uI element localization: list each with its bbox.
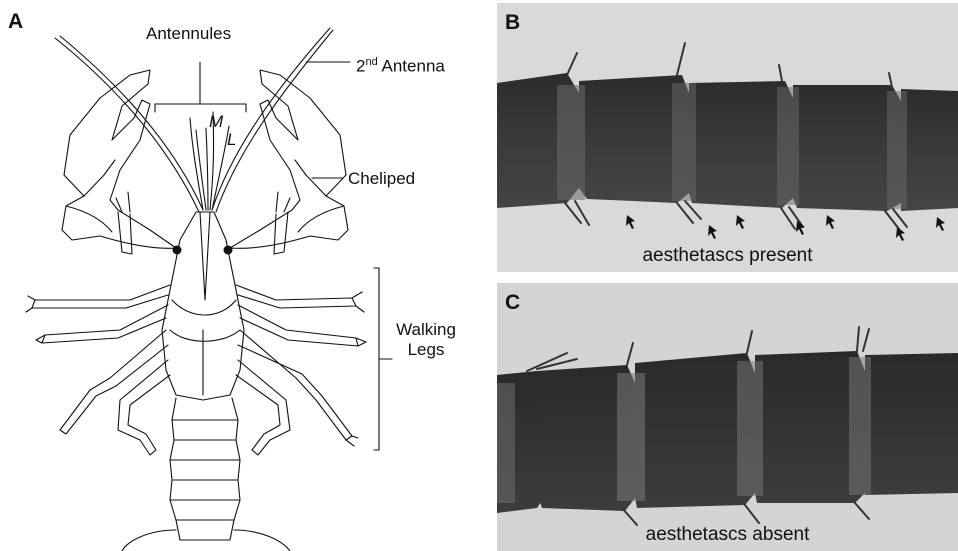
- panel-b-photo: B aesthetascs present: [497, 3, 958, 272]
- eye-left: [173, 246, 182, 255]
- antennules-bracket: [155, 62, 246, 112]
- walking-leg-right-3: [238, 330, 352, 440]
- walking-legs-label: Walking Legs: [396, 320, 456, 360]
- walking-legs-line2: Legs: [396, 340, 456, 360]
- walking-leg-left-4: [118, 360, 170, 455]
- second-antenna-word: Antenna: [382, 57, 445, 76]
- antenna-segments-c: [497, 351, 958, 513]
- walking-leg-right-1: [236, 285, 356, 308]
- panel-b-letter: B: [505, 11, 520, 35]
- walking-leg-right-2: [238, 305, 358, 346]
- crayfish-diagram: [0, 0, 480, 551]
- second-antenna-label: 2nd Antenna: [356, 52, 445, 77]
- antennules-label: Antennules: [146, 24, 231, 44]
- cheliped-right: [230, 70, 348, 248]
- eye-right: [224, 246, 233, 255]
- panel-c-letter: C: [505, 291, 520, 315]
- second-antenna-superscript: nd: [365, 56, 377, 68]
- walking-leg-left-2: [42, 305, 168, 343]
- walking-legs-line1: Walking: [396, 320, 456, 340]
- panel-b-caption: aesthetascs present: [497, 245, 958, 267]
- antenna-segments-b: [497, 73, 958, 211]
- medial-antennule-label: M: [209, 112, 223, 132]
- panel-c-photo: C aesthetascs absent: [497, 283, 958, 551]
- walking-legs-bracket: [374, 268, 392, 450]
- panel-c-caption: aesthetascs absent: [497, 524, 958, 546]
- abdomen: [170, 398, 240, 540]
- walking-leg-left-3: [60, 330, 168, 434]
- walking-leg-left-1: [32, 285, 170, 308]
- lateral-antennule-label: L: [227, 130, 236, 150]
- cheliped-label: Cheliped: [348, 169, 415, 189]
- walking-leg-right-4: [236, 360, 290, 455]
